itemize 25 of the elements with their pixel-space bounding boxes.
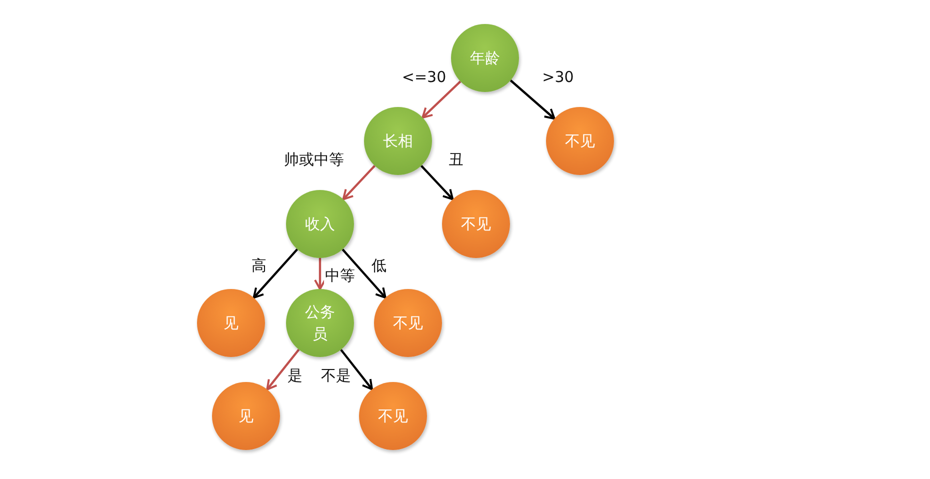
arrow — [266, 348, 300, 390]
arrow — [340, 349, 373, 390]
leaf-circle: 不见 — [442, 190, 510, 258]
leaf-circle: 见 — [197, 289, 265, 357]
decision-circle: 收入 — [286, 190, 354, 258]
leaf-circle: 不见 — [374, 289, 442, 357]
arrow — [314, 258, 326, 290]
edge-label: 高 — [250, 256, 268, 276]
arrow — [422, 80, 462, 119]
arrow — [342, 248, 386, 299]
decision-circle: 年龄 — [451, 24, 519, 92]
leaf-circle: 见 — [212, 382, 280, 450]
edge-label: 是 — [286, 366, 304, 386]
edge-label: 不是 — [320, 366, 352, 386]
leaf-circle: 不见 — [546, 107, 614, 175]
leaf-circle: 不见 — [359, 382, 427, 450]
arrow — [342, 165, 376, 200]
arrow — [420, 165, 454, 200]
edge-label: 低 — [370, 256, 388, 276]
decision-circle: 长相 — [364, 107, 432, 175]
edge-label: 帅或中等 — [283, 150, 345, 170]
arrow — [510, 80, 556, 120]
arrow — [252, 248, 298, 299]
decision-circle: 公务员 — [286, 289, 354, 357]
edge-label: 中等 — [324, 266, 356, 286]
